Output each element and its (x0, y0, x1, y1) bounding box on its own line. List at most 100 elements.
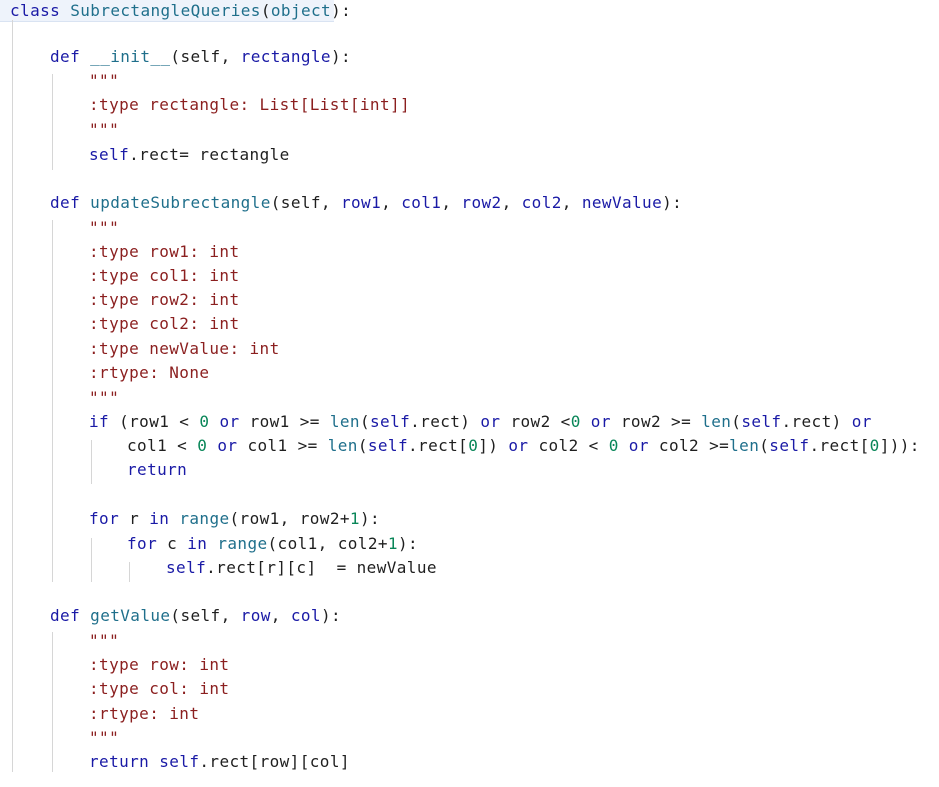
code-token: 0 (199, 412, 210, 431)
code-token: updateSubrectangle (90, 193, 271, 212)
indent-guide-line (91, 538, 92, 582)
code-line[interactable]: def getValue(self, row, col): (50, 605, 341, 627)
code-line[interactable]: :rtype: None (89, 362, 209, 384)
code-token: class (10, 1, 61, 20)
code-line[interactable]: """ (89, 119, 119, 141)
code-token: col2 < (528, 436, 609, 455)
code-token: :type col2: int (89, 314, 240, 333)
code-token: if (89, 412, 110, 431)
code-line[interactable]: :type newValue: int (89, 338, 280, 360)
code-token: self (769, 436, 810, 455)
code-line[interactable]: def __init__(self, rectangle): (50, 46, 351, 68)
code-line[interactable]: :type col2: int (89, 313, 240, 335)
code-token: (col1, col2+ (267, 534, 388, 553)
code-line[interactable]: if (row1 < 0 or row1 >= len( self.rect) o… (89, 411, 872, 433)
code-token: ( (357, 436, 368, 455)
code-token (207, 534, 217, 553)
code-line[interactable]: for c in range(col1, col2+1): (127, 533, 418, 555)
code-line[interactable]: class SubrectangleQueries(object): (10, 0, 351, 22)
code-line[interactable]: :type col1: int (89, 265, 240, 287)
code-token: len (329, 412, 360, 431)
code-token: self (159, 752, 200, 771)
code-token: 0 (468, 436, 479, 455)
code-token: or (217, 436, 238, 455)
code-token: , (381, 193, 402, 212)
code-line[interactable]: :rtype: int (89, 703, 199, 725)
code-token: 0 (197, 436, 208, 455)
code-token: ): (662, 193, 683, 212)
code-token: len (729, 436, 760, 455)
code-token: :type rectangle: List[List[int]] (89, 95, 411, 114)
code-token: .rect) (781, 412, 852, 431)
code-token: row1 (340, 193, 382, 212)
code-token: or (508, 436, 529, 455)
code-line[interactable]: for r in range(row1, row2+1): (89, 508, 380, 530)
code-token: return (127, 460, 188, 479)
code-token (581, 412, 591, 431)
code-token: return (89, 752, 150, 771)
code-token: :type col: int (89, 679, 230, 698)
code-token: self (741, 412, 782, 431)
code-line[interactable]: return self.rect[row][col] (89, 751, 350, 773)
code-line[interactable]: """ (89, 217, 119, 239)
code-token: ): (397, 534, 419, 553)
indent-guide-line (52, 74, 53, 170)
code-token: col2 (521, 193, 562, 212)
code-token: col1 (401, 193, 442, 212)
code-token: in (187, 534, 208, 553)
code-token: row (240, 606, 271, 625)
code-token: or (480, 412, 501, 431)
code-line[interactable]: :type col: int (89, 678, 229, 700)
code-token: , (441, 193, 462, 212)
code-token: or (851, 412, 872, 431)
code-token: :rtype: int (89, 704, 200, 723)
code-token: self (166, 558, 207, 577)
code-token: col2 >= (648, 436, 730, 455)
code-token: def (50, 606, 81, 625)
code-token: """ (89, 218, 120, 237)
code-token (80, 193, 90, 212)
code-line[interactable]: def updateSubrectangle(self, row1, col1,… (50, 192, 682, 214)
code-token: (row1 < (109, 412, 200, 431)
code-token: :type newValue: int (89, 339, 280, 358)
code-token: SubrectangleQueries (70, 1, 261, 20)
code-line[interactable]: :type row1: int (89, 241, 240, 263)
code-token (619, 436, 629, 455)
code-token: """ (89, 728, 120, 747)
code-token: .rect[row][col] (199, 752, 350, 771)
indent-guide-line (52, 220, 53, 582)
code-token: row2 >= (610, 412, 702, 431)
code-token: len (327, 436, 358, 455)
code-token: , (561, 193, 582, 212)
code-token: ( (359, 412, 370, 431)
code-token: 1 (387, 534, 398, 553)
code-token: :type col1: int (89, 266, 240, 285)
code-token: .rect[ (408, 436, 469, 455)
indent-guide-line (129, 562, 130, 582)
code-token: or (590, 412, 611, 431)
code-line[interactable]: self.rect= rectangle (89, 144, 290, 166)
code-line[interactable]: :type row: int (89, 654, 229, 676)
code-line[interactable]: """ (89, 70, 119, 92)
code-token: """ (89, 120, 120, 139)
code-line[interactable]: col1 < 0 or col1 >= len(self.rect[0]) or… (127, 435, 920, 457)
code-token: col1 >= (237, 436, 328, 455)
code-token: (self, (270, 193, 341, 212)
code-line[interactable]: :type row2: int (89, 289, 240, 311)
code-line[interactable]: :type rectangle: List[List[int]] (89, 94, 410, 116)
code-token: ]) (478, 436, 509, 455)
code-token: ( (759, 436, 770, 455)
code-token: , (501, 193, 522, 212)
code-token: col (290, 606, 321, 625)
code-line[interactable]: """ (89, 727, 119, 749)
code-line[interactable]: return (127, 459, 187, 481)
code-token (80, 606, 90, 625)
code-line[interactable]: """ (89, 630, 119, 652)
code-token: row2 (461, 193, 502, 212)
code-token: row1 >= (239, 412, 330, 431)
code-token: :type row2: int (89, 290, 240, 309)
code-line[interactable]: """ (89, 387, 119, 409)
code-token: ): (331, 1, 352, 20)
code-line[interactable]: self.rect[r][c] = newValue (166, 557, 437, 579)
